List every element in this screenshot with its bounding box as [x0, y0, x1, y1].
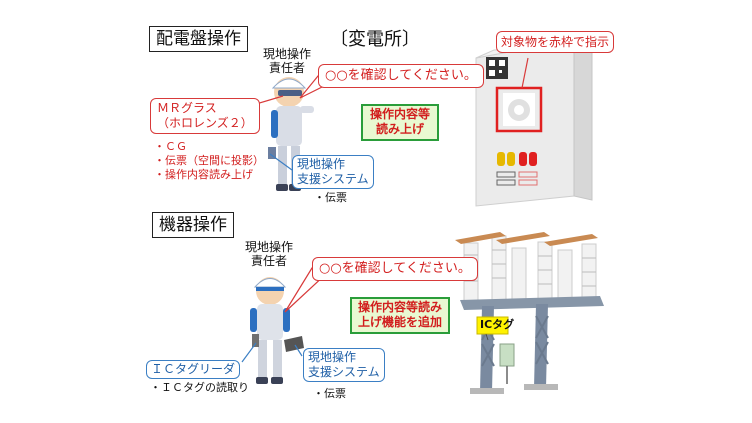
callout-confirm-2: ○○を確認してください。: [312, 257, 478, 281]
support-system-bullet-1: ・伝票: [314, 191, 347, 204]
support-system-label-1: 現地操作 支援システム: [292, 155, 374, 189]
reader-connector: [241, 342, 257, 363]
ic-tag-reader-bullet: ・ＩＣタグの読取り: [150, 381, 249, 394]
readout-box-2: 操作内容等読み 上げ機能を追加: [350, 297, 450, 334]
system-connector-2: [294, 344, 303, 357]
mr-feature-slip: ・伝票（空間に投影）: [154, 154, 264, 167]
callout-confirm-1: ○○を確認してください。: [318, 64, 484, 88]
switchboard-cabinet-illustration: [475, 39, 594, 207]
support-system-bullet-2: ・伝票: [313, 387, 346, 400]
target-indicator-label: 対象物を赤枠で指示: [496, 31, 615, 53]
section-title-equipment: 機器操作: [152, 212, 234, 238]
responsible-label-1: 現地操作 責任者: [263, 47, 312, 75]
substation-equipment-illustration: [455, 232, 604, 394]
mr-feature-list: ・ＣＧ ・伝票（空間に投影） ・操作内容読み上げ: [154, 140, 264, 182]
responsible-label-2: 現地操作 責任者: [245, 240, 294, 268]
mr-glasses-label: ＭＲグラス （ホロレンズ２）: [150, 98, 260, 134]
worker-tablet-illustration: [250, 277, 304, 384]
mr-feature-readout: ・操作内容読み上げ: [154, 168, 253, 181]
ic-tag-reader-label: ＩＣタグリーダ: [146, 360, 241, 379]
support-system-label-2: 現地操作 支援システム: [303, 348, 385, 382]
readout-box-1: 操作内容等 読み上げ: [361, 104, 439, 141]
section-title-switchboard: 配電盤操作: [149, 26, 248, 52]
system-connector: [269, 153, 293, 171]
target-connector: [521, 57, 529, 89]
mr-feature-cg: ・ＣＧ: [154, 140, 187, 153]
location-label: 〔変電所〕: [330, 29, 420, 50]
ic-tag-label: ICタグ: [480, 318, 515, 331]
